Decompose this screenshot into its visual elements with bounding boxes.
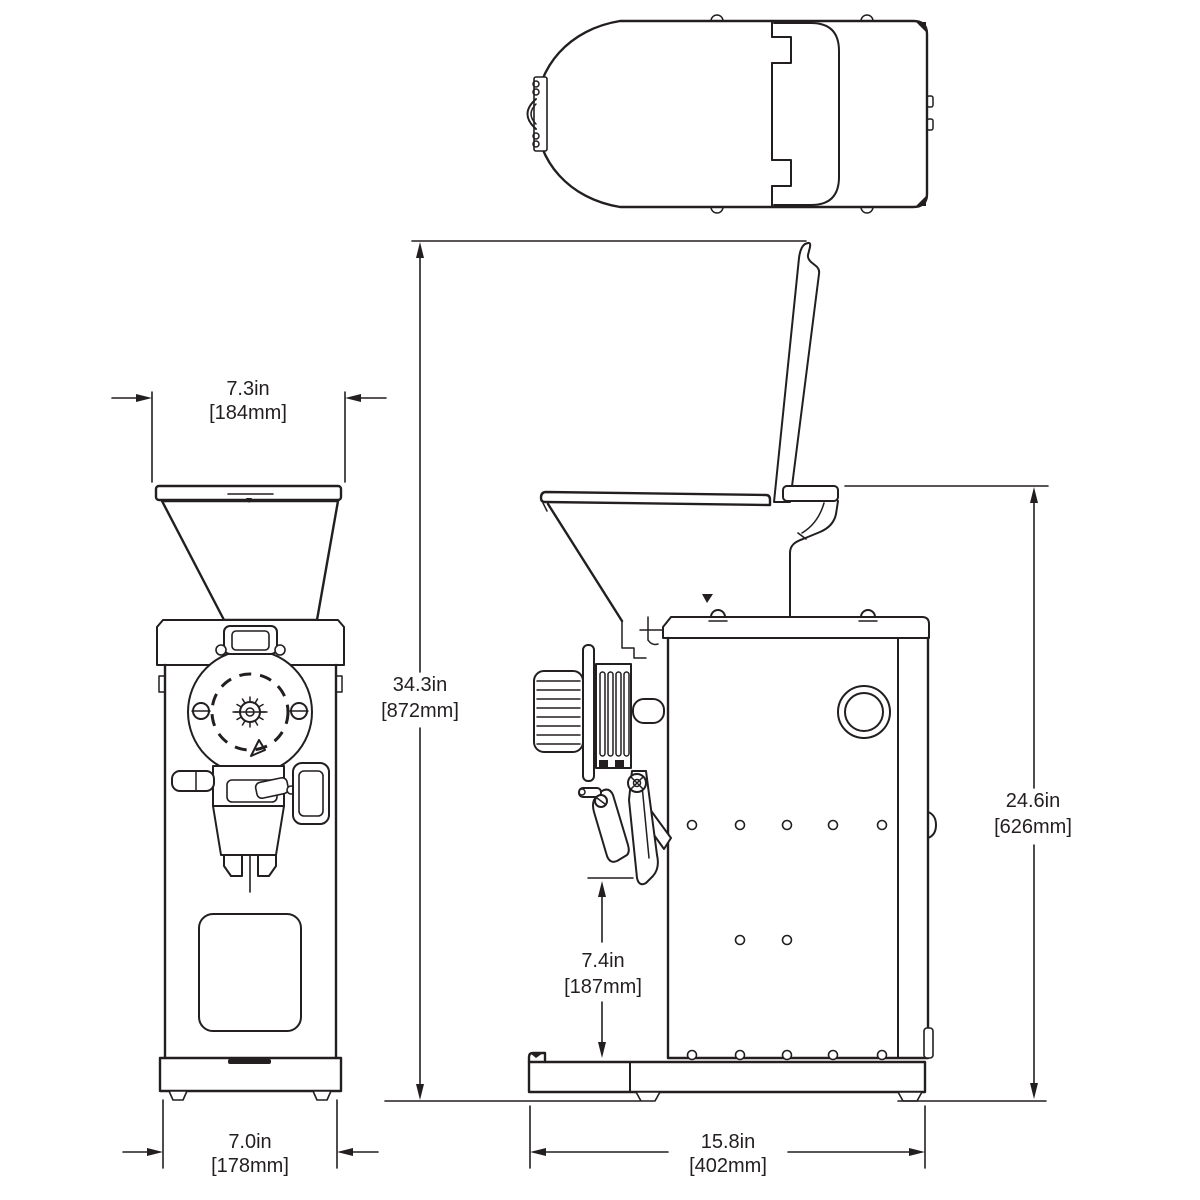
rear-bump [927, 811, 937, 839]
side-base [527, 1051, 927, 1102]
hinge-notch-bottom [771, 159, 792, 187]
body-top-cap-side [662, 616, 930, 639]
bag-recess-panel [198, 913, 302, 1032]
clamp-lever-assembly [578, 770, 672, 886]
base-slot [228, 1059, 271, 1064]
dim-overall-height-mm: [872mm] [381, 700, 459, 722]
discharge-assembly [171, 765, 296, 893]
rear-tabs [916, 22, 934, 206]
grind-adjust-knob-top [526, 76, 548, 152]
hopper-bracket [621, 616, 669, 659]
dim-overall-depth-mm: [402mm] [689, 1155, 767, 1177]
dim-overall-depth: 15.8in [402mm] [529, 1105, 926, 1177]
arrow-down-icon [598, 1042, 606, 1058]
hopper-lid [154, 484, 343, 502]
adjust-knob [533, 670, 584, 753]
rotation-arrow [250, 739, 266, 757]
discharge-chute-side [628, 770, 659, 886]
dim-discharge-clearance-in: 7.4in [581, 950, 624, 972]
top-view-outline [534, 19, 929, 209]
dim-base-width-mm: [178mm] [211, 1155, 289, 1177]
dim-base-width-in: 7.0in [228, 1131, 271, 1153]
lid-front-edge [773, 22, 840, 206]
dim-hopper-width-mm: [184mm] [209, 402, 287, 424]
dim-discharge-clearance-mm: [187mm] [564, 976, 642, 998]
arrow-up-icon [598, 881, 606, 897]
power-switch [292, 762, 330, 825]
cap-screw-left [710, 609, 726, 618]
dim-overall-height: 34.3in [872mm] [381, 240, 1047, 1102]
discharge-funnel [212, 805, 285, 856]
knob-flange [582, 644, 595, 782]
arrow-right-icon [136, 394, 152, 402]
front-view [154, 484, 345, 1101]
rivet-holes [686, 819, 888, 1061]
side-body [666, 636, 937, 1060]
hang-tag [254, 776, 290, 800]
arrow-right-icon [909, 1148, 925, 1156]
foot-front [635, 1091, 661, 1102]
side-latch-left [158, 675, 166, 693]
lid-hinge-side [782, 485, 839, 618]
dim-body-height-in: 24.6in [1006, 790, 1061, 812]
burr-housing [187, 649, 313, 775]
dim-overall-depth-in: 15.8in [701, 1131, 756, 1153]
spout-foot-left [223, 854, 243, 877]
arrow-down-icon [416, 1084, 424, 1100]
dim-hopper-width-in: 7.3in [226, 378, 269, 400]
lid-hinge-seam [771, 20, 792, 208]
arrow-left-icon [337, 1148, 353, 1156]
clamp-handle [171, 770, 215, 792]
dim-discharge-clearance: 7.4in [187mm] [564, 881, 642, 1058]
front-base [158, 1056, 343, 1101]
side-view [527, 241, 937, 1102]
datum-triangle [702, 594, 713, 603]
hinge-bolt-left [215, 644, 227, 656]
dim-base-width: 7.0in [178mm] [122, 1099, 379, 1177]
grind-adjust-assembly [533, 644, 665, 782]
hinge-bolt-right [274, 644, 286, 656]
spout-foot-right [257, 854, 277, 877]
arrow-right-icon [147, 1148, 163, 1156]
cap-screw-right [860, 609, 876, 618]
arrow-up-icon [1030, 487, 1038, 503]
knob-ribs [536, 680, 581, 745]
arrow-up-icon [416, 242, 424, 258]
hinge-notch-top [771, 36, 792, 64]
open-lid [773, 241, 821, 503]
top-view [526, 14, 934, 214]
hopper-side-edge [546, 502, 624, 623]
hopper [160, 499, 340, 622]
arrow-left-icon [530, 1148, 546, 1156]
foot-left [168, 1090, 188, 1101]
dim-body-height: 24.6in [626mm] [844, 485, 1072, 1099]
shaft-pin [632, 698, 665, 724]
rear-foot-bracket [923, 1027, 934, 1059]
dim-hopper-width: 7.3in [184mm] [111, 378, 387, 483]
arrow-left-icon [345, 394, 361, 402]
side-hole-inner [844, 692, 884, 732]
case-screw-bumps [710, 14, 874, 214]
side-latch-right [335, 675, 343, 693]
rotation-dashed-circle [210, 672, 290, 752]
foot-rear [897, 1091, 923, 1102]
dim-body-height-mm: [626mm] [994, 816, 1072, 838]
foot-right [312, 1090, 332, 1101]
dim-overall-height-in: 34.3in [393, 674, 448, 696]
hopper-hinge-bracket [215, 625, 286, 656]
arrow-down-icon [1030, 1083, 1038, 1099]
hopper-lid-side [539, 490, 772, 507]
